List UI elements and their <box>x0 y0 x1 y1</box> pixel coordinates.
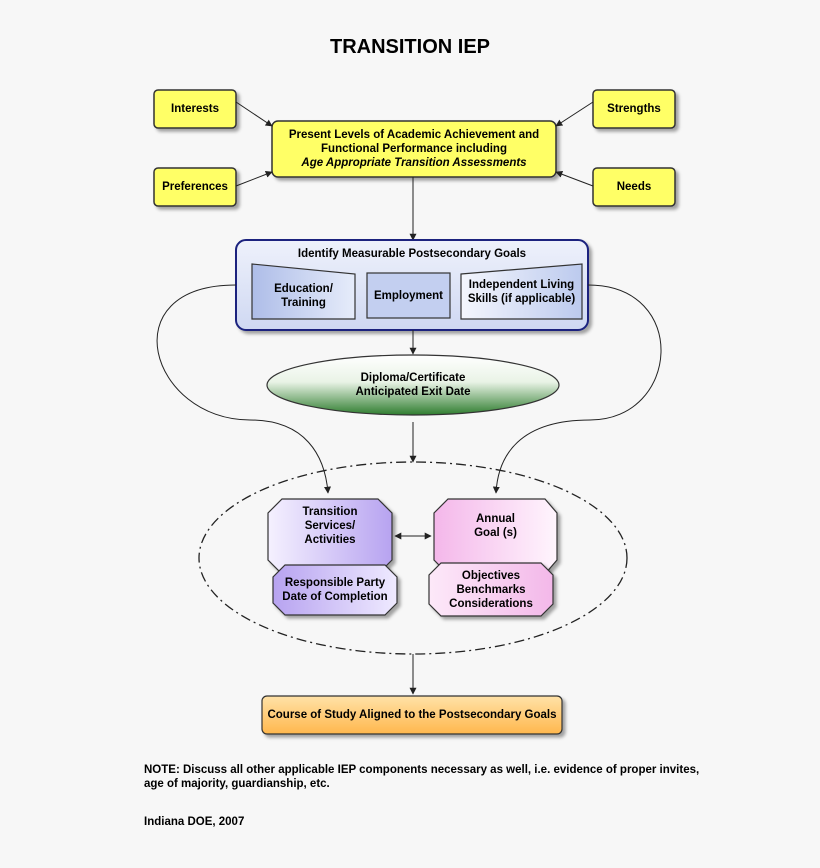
transition-line2: Services/ <box>304 520 356 532</box>
objectives-line1: Objectives <box>461 570 521 582</box>
present-levels-line3: Age Appropriate Transition Assessments <box>301 157 527 169</box>
present-levels-line1: Present Levels of Academic Achievement a… <box>288 129 540 141</box>
note-text: NOTE: Discuss all other applicable IEP c… <box>144 764 700 790</box>
objectives-line3: Considerations <box>449 598 533 610</box>
course-of-study-label: Course of Study Aligned to the Postsecon… <box>267 709 557 721</box>
responsible-line1: Responsible Party <box>284 577 386 589</box>
objectives-label: Objectives Benchmarks Considerations <box>429 566 553 614</box>
strengths-box <box>592 89 676 129</box>
credit-text: Indiana DOE, 2007 <box>144 816 245 828</box>
course-of-study-box <box>261 695 563 735</box>
employment-shape <box>366 272 451 319</box>
annual-line1: Annual <box>476 513 515 525</box>
needs-label: Needs <box>616 181 652 193</box>
objectives-line2: Benchmarks <box>456 584 526 596</box>
diploma-ellipse <box>266 354 560 416</box>
diploma-label: Diploma/Certificate Anticipated Exit Dat… <box>300 368 526 402</box>
needs-box <box>592 167 676 207</box>
independent-living-shape <box>460 263 583 320</box>
arrow-interests <box>235 101 273 127</box>
curve-right <box>492 284 662 494</box>
transition-line1: Transition <box>302 506 358 518</box>
annual-line2: Goal (s) <box>474 527 517 539</box>
curve-left <box>156 284 331 494</box>
arrow-strengths <box>555 101 594 127</box>
diploma-line2: Anticipated Exit Date <box>355 386 471 398</box>
transition-services-label: Transition Services/ Activities <box>268 503 392 549</box>
interests-box <box>153 89 237 129</box>
education-shape <box>251 263 356 320</box>
goals-heading: Identify Measurable Postsecondary Goals <box>297 248 527 260</box>
diploma-line1: Diploma/Certificate <box>360 372 466 384</box>
preferences-box <box>153 167 237 207</box>
annual-goal-label: Annual Goal (s) <box>434 506 557 546</box>
responsible-line2: Date of Completion <box>282 591 388 603</box>
transition-line3: Activities <box>304 534 356 546</box>
present-levels-label: Present Levels of Academic Achievement a… <box>272 121 556 177</box>
independent-living-label: Independent Living Skills (if applicable… <box>461 274 582 310</box>
present-levels-box <box>271 120 557 178</box>
interests-label: Interests <box>171 103 219 115</box>
responsible-party-shape <box>272 564 398 616</box>
education-line2: Training <box>281 297 326 309</box>
page-title: TRANSITION IEP <box>329 36 490 58</box>
arrow-needs <box>555 170 594 187</box>
arrow-preferences <box>235 171 273 187</box>
employment-label: Employment <box>373 289 443 302</box>
education-label: Education/ Training <box>252 276 355 316</box>
present-levels-line2: Functional Performance including <box>321 143 507 155</box>
strengths-label: Strengths <box>607 103 661 115</box>
cycle-ellipse <box>198 461 628 655</box>
independent-line1: Independent Living <box>468 279 575 291</box>
responsible-party-label: Responsible Party Date of Completion <box>273 570 397 610</box>
education-line1: Education/ <box>274 283 333 295</box>
objectives-shape <box>428 562 554 617</box>
independent-line2: Skills (if applicable) <box>467 293 576 305</box>
preferences-label: Preferences <box>162 181 228 193</box>
